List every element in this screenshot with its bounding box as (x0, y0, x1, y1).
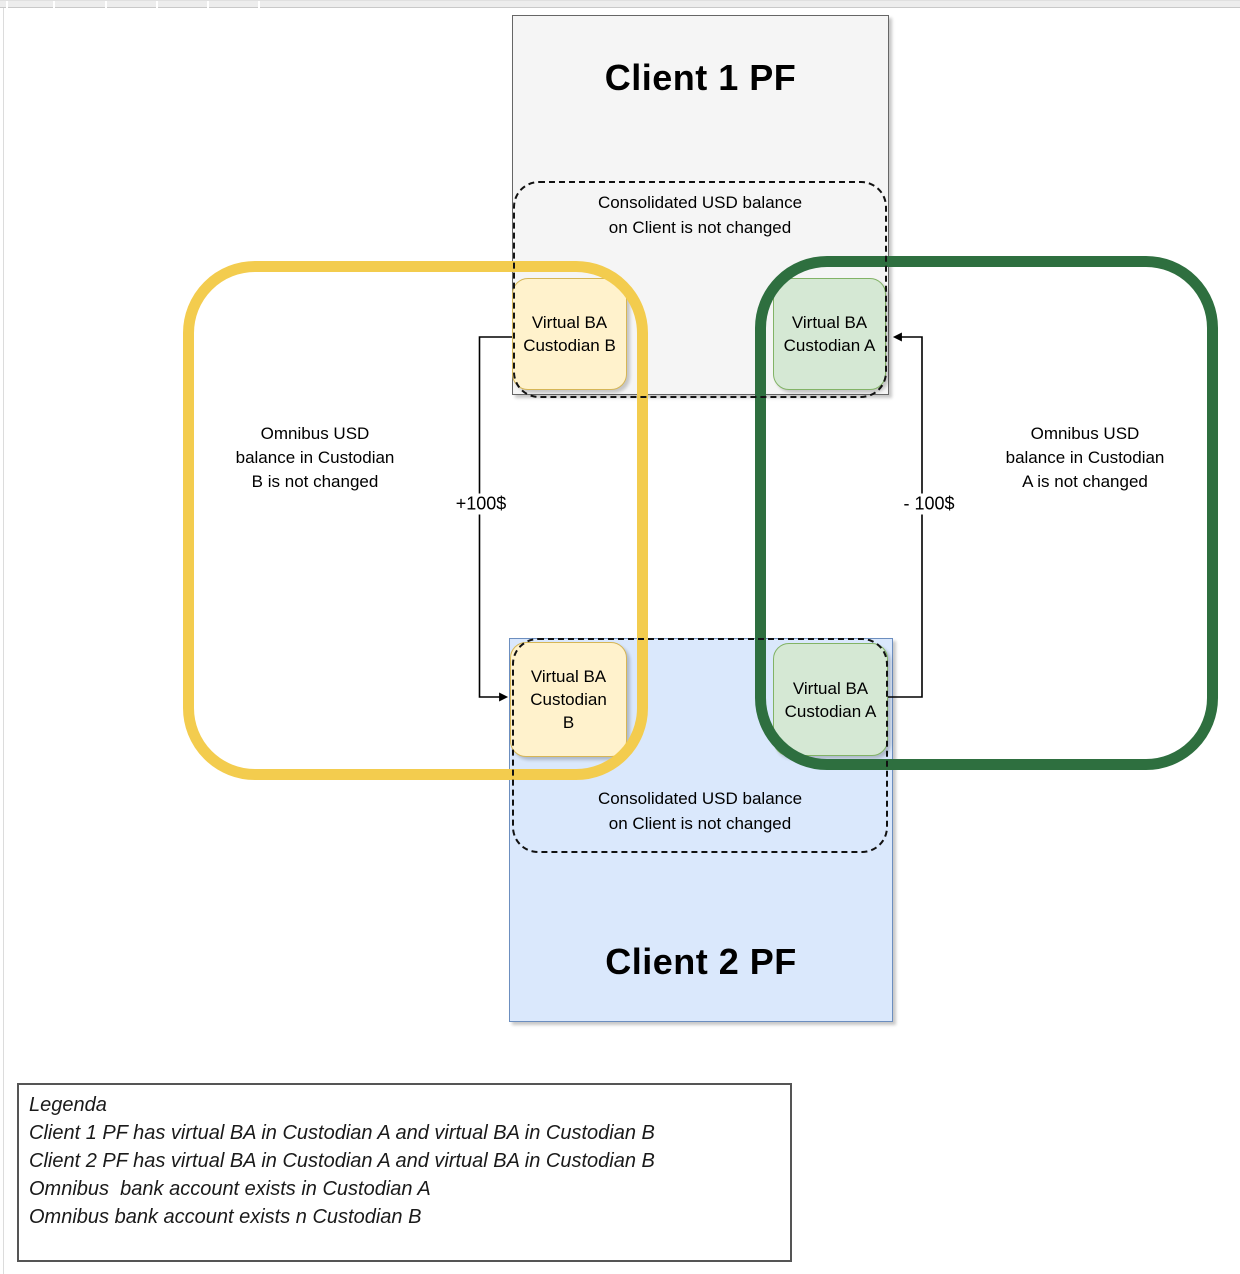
toolbar-separator (105, 1, 107, 9)
toolbar-separator (156, 1, 158, 9)
toolbar-separator (258, 1, 260, 9)
legend-line-3: Omnibus bank account exists in Custodian… (29, 1178, 431, 1200)
client1-pf-title: Client 1 PF (604, 57, 797, 98)
client2-pf-title: Client 2 PF (605, 941, 797, 982)
note-line: Omnibus USD (1030, 424, 1140, 443)
vba-label-line: Virtual BA (530, 667, 607, 686)
omnibus-custodian-a-note: Omnibus USD balance in Custodian A is no… (935, 422, 1235, 494)
vba-label-line: Virtual BA (792, 678, 869, 698)
toolbar-separator (6, 1, 8, 9)
toolbar-separator (207, 1, 209, 9)
note-line: balance in Custodian (235, 448, 395, 467)
note-line: on Client is not changed (608, 218, 792, 237)
legend-line-4: Omnibus bank account exists n Custodian … (29, 1206, 422, 1228)
client1-consolidated-note: Consolidated USD balance on Client is no… (513, 190, 887, 240)
client2-consolidated-dashed-box (512, 638, 888, 853)
canvas-left-border (3, 8, 4, 1274)
client1-consolidated-dashed-box (513, 181, 887, 398)
note-line: Omnibus USD (260, 424, 370, 443)
note-line: Consolidated USD balance (597, 789, 803, 808)
vba-label-line: Custodian B (523, 336, 616, 355)
legend-title: Legenda (29, 1094, 107, 1116)
toolbar-separator (53, 1, 55, 9)
note-line: B is not changed (251, 472, 379, 491)
legend-line-2: Client 2 PF has virtual BA in Custodian … (29, 1150, 655, 1172)
minus-100-label: - 100$ (900, 493, 958, 515)
omnibus-custodian-b-outline (183, 261, 648, 780)
vba-label-line: Custodian (530, 690, 607, 709)
omnibus-custodian-a-outline (755, 256, 1218, 770)
note-line: balance in Custodian (1005, 448, 1165, 467)
legend-line-1: Client 1 PF has virtual BA in Custodian … (29, 1122, 655, 1144)
legend-box: Legenda Client 1 PF has virtual BA in Cu… (17, 1083, 792, 1262)
note-line: A is not changed (1022, 472, 1148, 491)
omnibus-custodian-b-note: Omnibus USD balance in Custodian B is no… (165, 422, 465, 494)
client2-consolidated-note: Consolidated USD balance on Client is no… (512, 786, 888, 836)
vba-label-line: B (562, 713, 575, 732)
note-line: on Client is not changed (608, 814, 792, 833)
vba-label-line: Custodian A (783, 336, 876, 355)
plus-100-label: +100$ (452, 493, 510, 515)
note-line: Consolidated USD balance (597, 193, 803, 212)
top-toolbar-strip (0, 0, 1240, 9)
